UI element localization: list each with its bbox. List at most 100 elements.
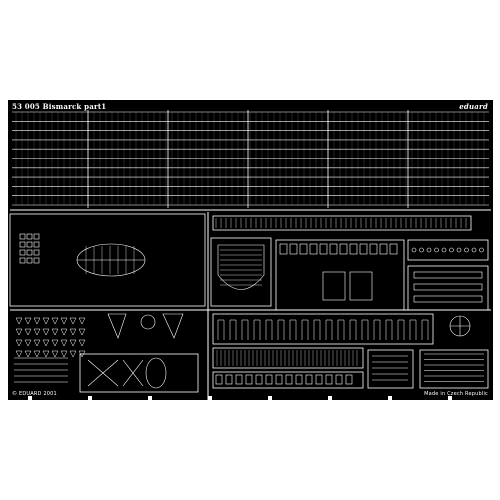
bracket-part <box>217 319 225 340</box>
small-part <box>345 374 353 385</box>
small-part <box>24 350 32 358</box>
small-part <box>215 374 223 385</box>
bracket-part <box>301 319 309 340</box>
small-part <box>295 374 303 385</box>
small-part <box>389 243 398 255</box>
small-part <box>265 374 273 385</box>
small-part <box>339 243 348 255</box>
small-part <box>78 350 86 358</box>
sheet-title: 53 005 Bismarck part1 <box>12 102 107 111</box>
small-part <box>26 257 33 264</box>
small-part <box>33 317 41 325</box>
small-part <box>255 374 263 385</box>
small-part <box>329 243 338 255</box>
round-part <box>449 247 454 253</box>
small-part <box>24 339 32 347</box>
sprue-tab <box>208 396 212 400</box>
small-part <box>51 350 59 358</box>
small-part <box>19 233 26 240</box>
bracket-part <box>313 319 321 340</box>
small-part <box>335 374 343 385</box>
small-part <box>26 241 33 248</box>
bracket-part <box>229 319 237 340</box>
strip-ladder <box>212 215 472 231</box>
small-part <box>279 243 288 255</box>
small-part <box>33 350 41 358</box>
panel-shield <box>210 237 272 307</box>
panel-bottom-left <box>79 353 199 393</box>
small-part <box>26 233 33 240</box>
small-part <box>309 243 318 255</box>
small-part <box>33 249 40 256</box>
bracket-part <box>253 319 261 340</box>
small-part <box>78 328 86 336</box>
small-part <box>69 350 77 358</box>
small-part <box>369 243 378 255</box>
bar-part <box>413 283 483 291</box>
small-part <box>24 317 32 325</box>
round-part <box>426 247 432 253</box>
sprue-tab <box>268 396 272 400</box>
bracket-part <box>337 319 345 340</box>
small-part <box>15 339 23 347</box>
small-part <box>78 317 86 325</box>
sprue-tab <box>28 396 32 400</box>
round-part <box>411 247 417 253</box>
bracket-part <box>289 319 297 340</box>
oval-part <box>145 357 167 389</box>
panel-right-top <box>407 239 489 261</box>
door-part <box>322 271 346 301</box>
small-part <box>51 317 59 325</box>
bracket-part <box>373 319 381 340</box>
bracket-part <box>265 319 273 340</box>
small-part <box>33 233 40 240</box>
small-part <box>60 350 68 358</box>
small-part <box>78 339 86 347</box>
small-part <box>225 374 233 385</box>
bracket-part <box>241 319 249 340</box>
bracket-part <box>385 319 393 340</box>
round-part <box>464 247 469 253</box>
small-part <box>51 328 59 336</box>
small-part <box>24 328 32 336</box>
small-part <box>42 339 50 347</box>
copyright-text: © EDUARD 2001 <box>12 391 57 397</box>
railing-strips <box>12 110 489 208</box>
panel-lower-strip <box>212 371 364 389</box>
made-in-text: Made in Czech Republic <box>424 391 488 397</box>
small-part <box>19 249 26 256</box>
part-panels <box>9 209 491 400</box>
panel-right-bottom <box>367 349 414 389</box>
round-part <box>479 247 484 253</box>
panel-right-mid <box>407 265 489 311</box>
small-part <box>15 317 23 325</box>
small-part <box>325 374 333 385</box>
small-part <box>33 328 41 336</box>
shield-part <box>217 244 265 290</box>
small-part <box>299 243 308 255</box>
tripod-part <box>107 313 127 339</box>
door-part <box>349 271 373 301</box>
panel-long-bar <box>212 347 364 369</box>
brand-logo: eduard <box>459 102 488 111</box>
small-part <box>319 243 328 255</box>
sprue-tab <box>388 396 392 400</box>
bracket-part <box>277 319 285 340</box>
small-part <box>60 339 68 347</box>
cross-part <box>122 359 144 387</box>
bracket-part <box>349 319 357 340</box>
small-part <box>60 317 68 325</box>
small-part <box>19 257 26 264</box>
small-part <box>379 243 388 255</box>
wheel-part <box>140 314 156 330</box>
panel-left-large <box>9 213 206 307</box>
small-part <box>275 374 283 385</box>
small-part <box>289 243 298 255</box>
round-part <box>419 247 424 253</box>
tripod-part <box>162 313 184 339</box>
bracket-part <box>409 319 417 340</box>
small-part <box>285 374 293 385</box>
etched-parts-artwork <box>9 110 491 400</box>
small-part <box>359 243 368 255</box>
